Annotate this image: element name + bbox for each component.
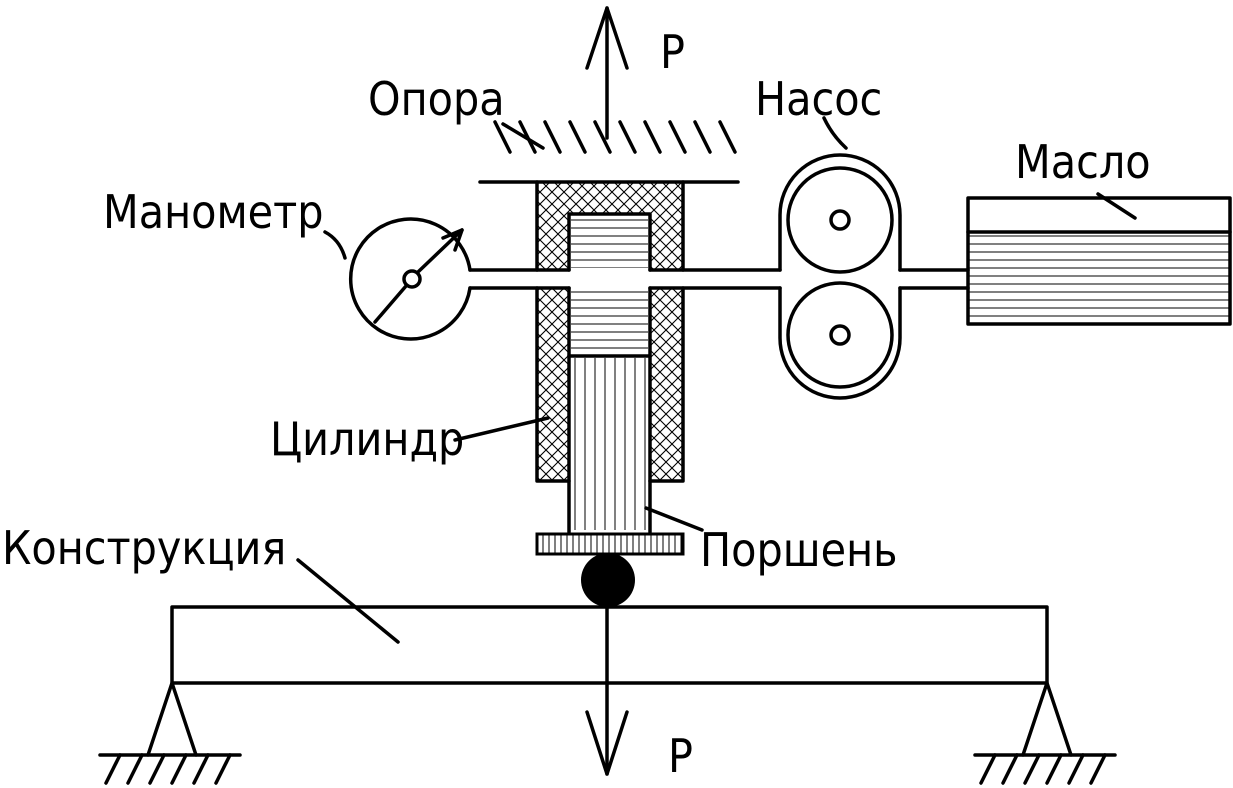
- hatch-tick: [1045, 753, 1063, 785]
- pressure-gauge: [348, 217, 472, 341]
- right-pin-support: [973, 681, 1117, 785]
- hatch-tick: [126, 753, 144, 785]
- hatch-tick: [493, 120, 512, 154]
- hatch-tick: [668, 120, 687, 154]
- load-arrow-bottom: [585, 605, 629, 776]
- load-arrow-top: [585, 6, 629, 140]
- cylinder-leader: [453, 416, 550, 442]
- piston-label: Поршень: [700, 523, 898, 577]
- pump-leader: [822, 116, 848, 150]
- hatch-tick: [593, 120, 612, 154]
- hatch-tick: [148, 753, 166, 785]
- hatch-tick: [1089, 753, 1107, 785]
- hatch-tick: [1067, 753, 1085, 785]
- hatch-tick: [104, 753, 122, 785]
- gauge-leader: [323, 230, 347, 260]
- left-pin-support: [98, 681, 242, 785]
- piston-leader: [644, 506, 704, 532]
- cylinder-body: [535, 180, 685, 534]
- pump-label: Насос: [755, 72, 882, 126]
- support-leader: [501, 122, 545, 150]
- support-label: Опора: [368, 72, 505, 126]
- oil-leader: [1096, 192, 1137, 220]
- oil-tank: [966, 196, 1232, 326]
- hatch-tick: [543, 120, 562, 154]
- hatch-tick: [170, 753, 188, 785]
- load-label-bottom: P: [668, 729, 693, 783]
- hatch-tick: [643, 120, 662, 154]
- gauge-label: Манометр: [103, 185, 324, 239]
- ball-joint: [581, 553, 635, 607]
- pipe-lines: [468, 268, 970, 290]
- hatch-tick: [214, 753, 232, 785]
- load-label-top: P: [660, 25, 685, 79]
- structure-beam: [170, 605, 1049, 685]
- hatch-tick: [568, 120, 587, 154]
- structure-label: Конструкция: [2, 521, 286, 575]
- hatch-tick: [693, 120, 712, 154]
- oil-label: Масло: [1015, 135, 1151, 189]
- cylinder-label: Цилиндр: [270, 412, 464, 466]
- structure-leader: [296, 558, 400, 644]
- piston: [535, 358, 685, 556]
- hatch-tick: [979, 753, 997, 785]
- hatch-tick: [1023, 753, 1041, 785]
- hatch-tick: [718, 120, 737, 154]
- hatch-tick: [618, 120, 637, 154]
- support-ground: [478, 120, 740, 184]
- hatch-tick: [1001, 753, 1019, 785]
- pump: [778, 153, 902, 400]
- hatch-tick: [192, 753, 210, 785]
